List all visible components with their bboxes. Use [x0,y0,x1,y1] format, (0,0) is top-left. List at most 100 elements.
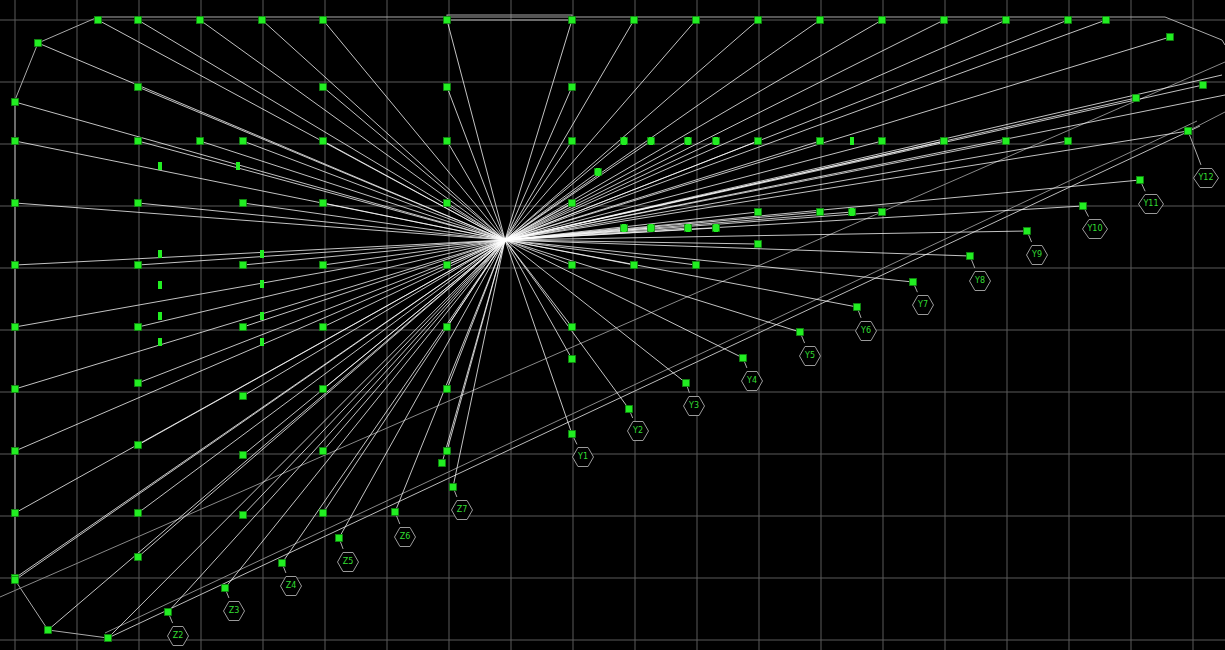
point-marker [1103,17,1110,24]
point-marker [879,209,886,216]
callout-hexagon: Y8 [969,271,991,291]
point-marker [135,510,142,517]
grid-line [759,0,760,650]
grid-line [697,0,698,650]
ray-line [243,240,505,455]
hexagon-shape [224,602,245,621]
edge-line [0,62,1225,597]
ray-line [505,141,1068,240]
ray-line [323,240,505,265]
point-marker [12,138,19,145]
grid-line [1193,0,1194,650]
point-marker [135,17,142,24]
point-marker [595,169,602,176]
point-marker [444,17,451,24]
ray-line [138,240,505,445]
point-marker [621,225,628,232]
leader-line [1188,131,1201,165]
ray-line [339,240,505,538]
ray-line [505,212,882,240]
point-marker [35,40,42,47]
hexagon-shape [281,577,302,596]
point-marker [850,208,854,216]
callout-number: Z2 [173,632,184,640]
point-marker [740,355,747,362]
ray-line [243,240,505,396]
hexagon-shape [1194,169,1219,188]
point-marker [569,200,576,207]
point-marker [1167,34,1174,41]
point-marker [444,262,451,269]
point-marker [260,250,264,258]
ray-line [138,240,505,327]
point-marker [12,262,19,269]
site-boundary [15,580,108,638]
point-marker [12,577,19,584]
callout-number: Y10 [1087,225,1102,233]
point-marker [320,138,327,145]
point-marker [240,393,247,400]
point-marker [683,380,690,387]
point-marker [569,356,576,363]
ray-line [447,87,505,240]
edge-line [105,121,1197,633]
point-marker [165,609,172,616]
point-marker [240,262,247,269]
point-marker [1133,95,1140,102]
ray-line [15,240,505,451]
ray-line [505,85,1203,240]
ray-line [138,203,505,240]
point-marker [320,386,327,393]
point-marker [450,484,457,491]
point-marker [320,448,327,455]
point-marker [1137,177,1144,184]
callout-hexagon: Y10 [1082,219,1108,239]
point-marker [444,200,451,207]
point-marker [879,17,886,24]
grid-line [0,268,1225,269]
point-marker [444,324,451,331]
point-marker [444,448,451,455]
point-marker [439,460,446,467]
point-marker [686,137,690,145]
grid-line [1007,0,1008,650]
callout-number: Y5 [805,352,815,360]
point-marker [240,324,247,331]
callout-hexagon: Z6 [394,527,416,547]
ray-line [200,141,505,240]
hexagon-shape [395,528,416,547]
point-marker [222,585,229,592]
grid-line [201,0,202,650]
ray-line [15,240,505,580]
grid-line [945,0,946,650]
point-marker [1065,17,1072,24]
ray-line [225,240,505,588]
hexagon-shape [970,272,991,291]
callout-hexagon: Y1 [572,447,594,467]
point-marker [135,200,142,207]
point-marker [240,200,247,207]
ray-line [505,141,716,240]
point-marker [12,324,19,331]
ray-line [505,240,629,409]
ray-line [505,20,820,240]
ray-line [138,20,505,240]
point-marker [621,138,628,145]
point-marker [135,262,142,269]
point-marker [569,262,576,269]
callout-number: Y8 [975,277,985,285]
grid-line [511,0,512,650]
point-marker [260,312,264,320]
point-marker [158,162,162,170]
callout-number: Y12 [1198,174,1213,182]
callout-number: Y3 [689,402,699,410]
point-marker [158,281,162,289]
ray-line [243,240,505,515]
point-marker [1185,128,1192,135]
callout-hexagon: Z3 [223,601,245,621]
point-marker [817,209,824,216]
ray-line [505,240,913,282]
ray-line [505,240,800,332]
